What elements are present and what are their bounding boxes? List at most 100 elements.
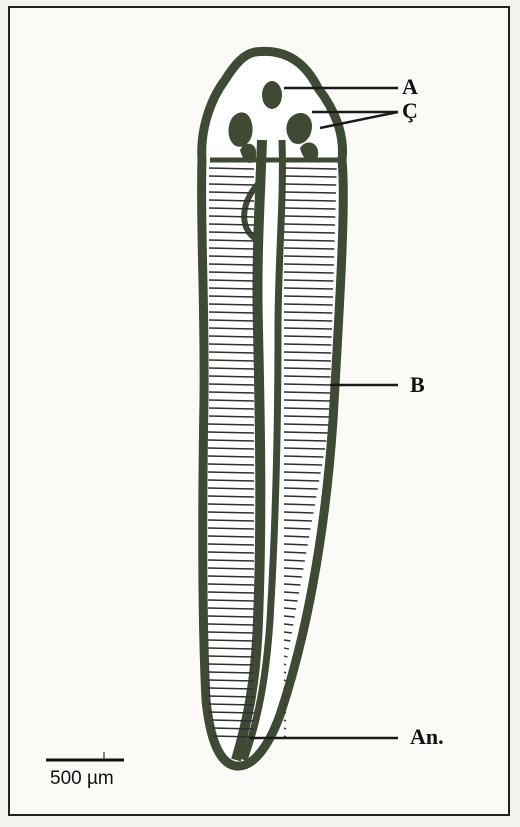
segment-stripe xyxy=(284,608,296,609)
segment-stripe xyxy=(284,472,321,473)
segment-stripe xyxy=(209,272,254,273)
segment-stripe xyxy=(284,648,289,649)
segment-stripe xyxy=(209,336,254,337)
segment-stripe xyxy=(209,288,254,289)
segment-stripe xyxy=(208,672,254,673)
segment-stripe xyxy=(208,520,254,521)
label-an: An. xyxy=(410,724,444,750)
segment-stripe xyxy=(208,664,254,665)
segment-stripe xyxy=(209,192,254,193)
segment-stripe xyxy=(208,712,254,713)
segment-stripe xyxy=(209,304,254,305)
segment-stripe xyxy=(209,360,254,361)
label-c: Ç xyxy=(402,98,418,124)
segment-stripe xyxy=(284,504,315,505)
segment-stripe xyxy=(208,680,254,681)
segment-stripe xyxy=(212,728,254,729)
segment-stripe xyxy=(284,224,335,225)
segment-stripe xyxy=(284,496,316,497)
segment-stripe xyxy=(208,656,254,657)
segment-stripe xyxy=(208,584,254,585)
segment-stripe xyxy=(213,736,254,737)
segment-stripe xyxy=(209,256,254,257)
segment-stripe xyxy=(209,224,254,225)
segment-stripe xyxy=(208,560,254,561)
segment-stripe xyxy=(209,248,254,249)
segment-stripe xyxy=(284,384,330,385)
segment-stripe xyxy=(284,552,306,553)
segment-stripe xyxy=(209,184,254,185)
segment-stripe xyxy=(284,192,336,193)
segment-stripe xyxy=(209,344,254,345)
segment-stripe xyxy=(284,344,331,345)
segment-stripe xyxy=(284,576,302,577)
segment-stripe xyxy=(284,312,332,313)
segment-stripe xyxy=(208,456,254,457)
segment-stripe xyxy=(284,600,298,601)
segment-stripe xyxy=(284,296,333,297)
segment-stripe xyxy=(209,176,254,177)
segment-stripe xyxy=(208,536,254,537)
segment-stripe xyxy=(209,328,254,329)
segment-stripe xyxy=(284,240,335,241)
segment-stripe xyxy=(208,568,254,569)
segment-stripe xyxy=(208,472,254,473)
scale-bar-label: 500 µm xyxy=(50,768,114,790)
segment-stripe xyxy=(284,416,329,417)
segment-stripe xyxy=(208,496,254,497)
segment-stripe xyxy=(208,592,254,593)
segment-stripe xyxy=(284,208,336,209)
segment-stripe xyxy=(209,240,254,241)
segment-stripe xyxy=(212,720,255,721)
segment-stripe xyxy=(284,280,333,281)
segment-stripe xyxy=(284,448,325,449)
segment-stripe xyxy=(284,640,290,641)
segment-stripe xyxy=(284,304,333,305)
segment-stripe xyxy=(284,456,324,457)
segment-stripe xyxy=(284,712,286,713)
segment-stripe xyxy=(284,536,309,537)
segment-stripe xyxy=(284,368,331,369)
segment-stripe xyxy=(284,352,331,353)
segment-stripe xyxy=(208,688,254,689)
segment-stripe xyxy=(208,696,254,697)
segment-stripe xyxy=(284,488,318,489)
segment-stripe xyxy=(284,656,288,657)
segment-stripe xyxy=(284,464,322,465)
segment-stripe xyxy=(284,680,286,681)
segment-stripe xyxy=(284,264,334,265)
segment-stripe xyxy=(208,576,254,577)
segment-stripe xyxy=(284,568,303,569)
segment-stripe xyxy=(284,376,331,377)
segment-stripe xyxy=(284,184,336,185)
segment-stripe xyxy=(209,408,254,409)
segment-stripe xyxy=(208,504,254,505)
segment-stripe xyxy=(284,592,299,593)
segment-stripe xyxy=(284,688,286,689)
segment-stripe xyxy=(284,440,326,441)
segment-stripe xyxy=(208,424,254,425)
segment-stripe xyxy=(284,720,286,721)
segment-stripe xyxy=(208,488,254,489)
segment-stripe xyxy=(209,280,254,281)
segment-stripe xyxy=(284,696,286,697)
segment-stripe xyxy=(208,624,254,625)
segment-stripe xyxy=(208,616,254,617)
segment-stripe xyxy=(284,176,337,177)
segment-stripe xyxy=(284,728,286,729)
segment-stripe xyxy=(209,392,254,393)
segment-stripe xyxy=(208,544,254,545)
segment-stripe xyxy=(209,320,254,321)
segment-stripe xyxy=(284,256,334,257)
segment-stripe xyxy=(284,672,286,673)
segment-stripe xyxy=(209,376,254,377)
segment-stripe xyxy=(284,272,334,273)
segment-stripe xyxy=(284,168,337,169)
segment-stripe xyxy=(284,408,330,409)
segment-stripe xyxy=(284,560,305,561)
segment-stripe xyxy=(284,400,330,401)
segment-stripe xyxy=(208,552,254,553)
segment-stripe xyxy=(208,480,254,481)
segment-stripe xyxy=(284,320,332,321)
segment-stripe xyxy=(284,288,333,289)
